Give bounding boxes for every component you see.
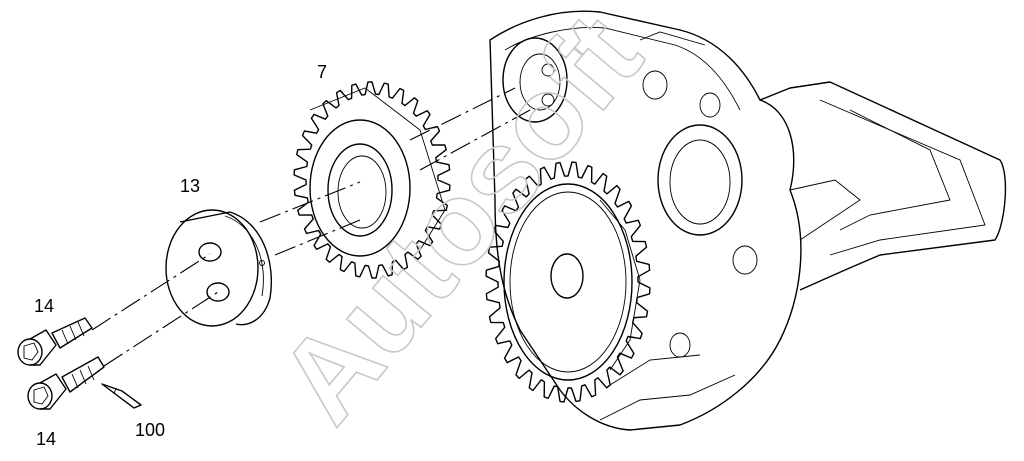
callout-14-upper: 14 [34, 296, 54, 316]
callout-13: 13 [180, 176, 200, 196]
callout-14-lower: 14 [36, 429, 56, 449]
pump-housing [489, 10, 1007, 431]
cover-13 [165, 209, 273, 327]
gear-7-teeth [293, 81, 451, 279]
gear-7 [293, 81, 451, 279]
assembly-centerlines [91, 87, 531, 367]
callout-100: 100 [135, 420, 165, 440]
callout-7: 7 [317, 62, 327, 82]
bolt-14-upper [17, 317, 93, 366]
bolt-14-lower [27, 356, 105, 410]
watermark-text: Autosoft [254, 0, 667, 447]
pump-gear-teeth [485, 161, 651, 403]
sealant-100 [101, 383, 142, 409]
pump-gear [485, 161, 651, 403]
